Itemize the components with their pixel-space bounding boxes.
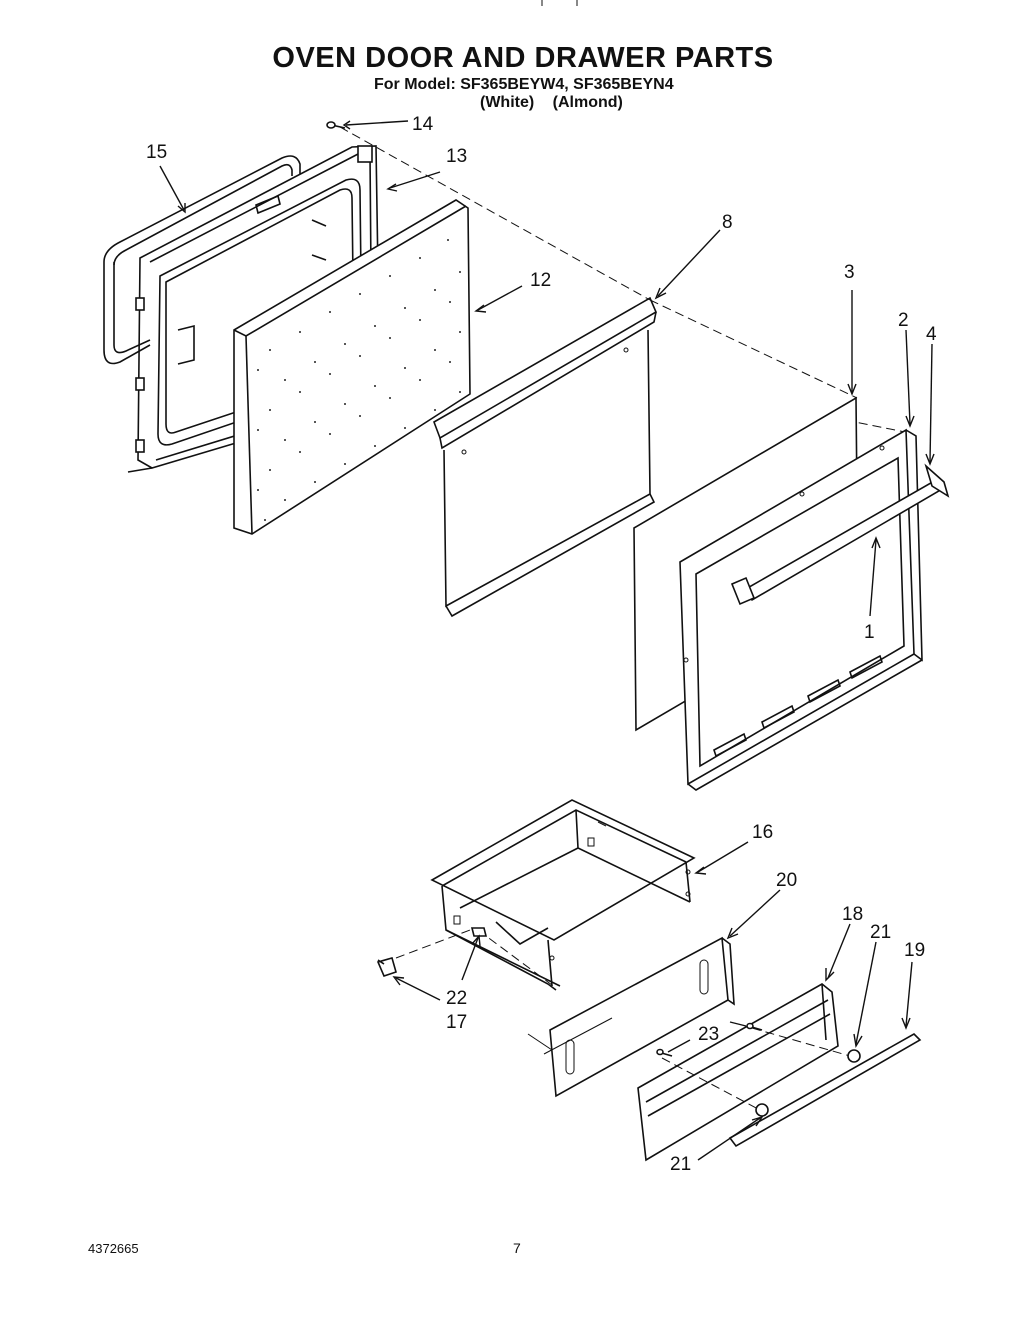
- door-handle-part: [730, 463, 950, 606]
- callout-4: 4: [926, 324, 937, 345]
- callout-2: 2: [898, 310, 909, 331]
- callout-12: 12: [530, 270, 551, 291]
- callout-23: 23: [698, 1024, 719, 1045]
- insulation-panel-part: [233, 199, 471, 535]
- callout-20: 20: [776, 870, 797, 891]
- callout-21-top: 21: [870, 922, 891, 943]
- callout-18: 18: [842, 904, 863, 925]
- door-shield-part: [433, 296, 658, 618]
- page-number: 7: [513, 1240, 521, 1256]
- screw-part: [326, 121, 346, 129]
- callout-17: 17: [446, 1012, 467, 1033]
- color-variants: (White) (Almond): [480, 94, 623, 111]
- callout-14: 14: [412, 114, 434, 135]
- drawer-roller-part: [376, 927, 557, 989]
- callout-13: 13: [446, 146, 467, 167]
- callout-21-bottom: 21: [670, 1154, 691, 1175]
- callout-3: 3: [844, 262, 855, 283]
- outer-door-frame-part: [679, 428, 923, 791]
- drawer-front-inner-part: [527, 936, 735, 1098]
- callout-15: 15: [146, 142, 167, 163]
- document-number: 4372665: [88, 1241, 139, 1256]
- callout-1: 1: [864, 622, 875, 643]
- page-title: OVEN DOOR AND DRAWER PARTS: [272, 42, 774, 74]
- insulation-texture: [257, 239, 461, 521]
- leader-lines: [159, 120, 935, 1161]
- screw-23-part: [656, 1022, 763, 1057]
- alignment-lines: [339, 126, 906, 433]
- fastener-21-part: [661, 1027, 861, 1117]
- door-gasket-part: [103, 155, 301, 365]
- callout-19: 19: [904, 940, 925, 961]
- model-line: For Model: SF365BEYW4, SF365BEYN4: [374, 76, 674, 93]
- callout-8: 8: [722, 212, 733, 233]
- callout-16: 16: [752, 822, 773, 843]
- callout-22: 22: [446, 988, 467, 1009]
- drawer-body-part: [430, 799, 696, 991]
- drawer-front-panel-part: [637, 983, 839, 1162]
- drawer-trim-part: [728, 1033, 922, 1148]
